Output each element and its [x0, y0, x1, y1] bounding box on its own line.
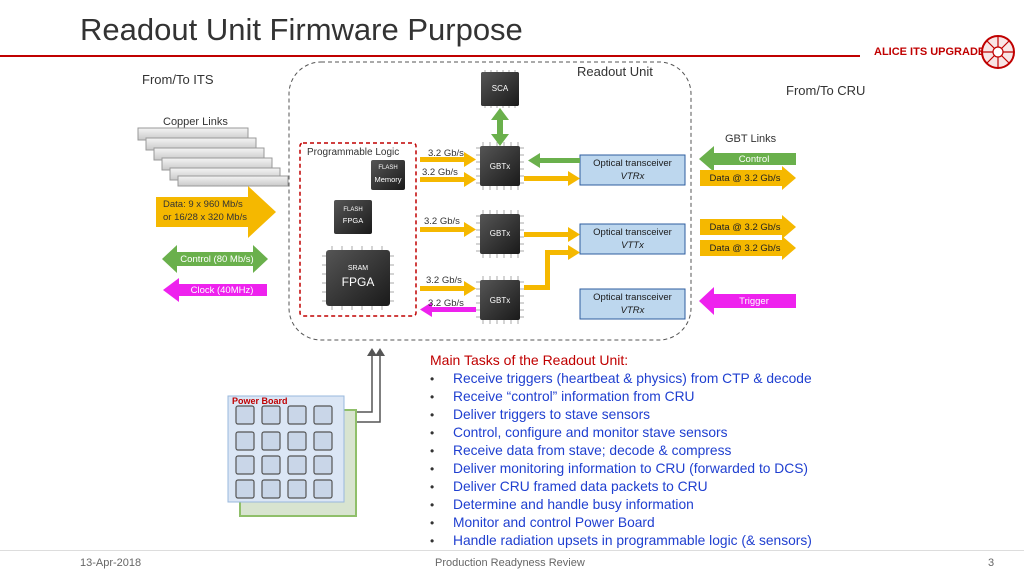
flash-memory-label-top: FLASH [378, 165, 398, 171]
list-item: •Receive triggers (heartbeat & physics) … [430, 371, 812, 386]
data-arrow-gbtx2-optical [524, 227, 580, 242]
copper-links-icon [137, 127, 289, 187]
gbtx-chip-label-2: GBTx [489, 229, 511, 238]
sca-chip-label: SCA [491, 84, 509, 93]
power-board-label: Power Board [232, 396, 288, 406]
list-item: •Control, configure and monitor stave se… [430, 425, 728, 440]
rate-label-2: 3.2 Gb/s [422, 167, 458, 178]
its-data-arrow [156, 186, 276, 238]
its-control-arrow [162, 245, 268, 273]
data-arrow-fpga-gbtx1a [420, 152, 476, 167]
flash-fpga-label-top: FLASH [343, 207, 363, 213]
data-arrow-gbtx1-optical [524, 171, 580, 186]
cru-control-arrow [699, 146, 796, 172]
its-clock-arrow [163, 278, 267, 302]
flash-fpga-label-bottom: FPGA [342, 216, 364, 225]
optical-type-2: VTTx [621, 240, 644, 251]
list-item: •Monitor and control Power Board [430, 515, 655, 530]
list-item: •Receive data from stave; decode & compr… [430, 443, 732, 458]
data-arrow-gbtx3-elbow [524, 245, 580, 290]
optical-transceiver-1 [579, 154, 686, 186]
rate-label-3: 3.2 Gb/s [424, 216, 460, 227]
sca-chip-icon [481, 70, 519, 108]
list-item: •Receive “control” information from CRU [430, 389, 695, 404]
footer-page-number: 3 [988, 557, 995, 569]
flash-fpga-chip-icon [334, 200, 372, 234]
optical-type-3: VTRx [620, 305, 645, 316]
sca-gbtx-link [491, 108, 509, 146]
optical-label-2: Optical transceiver [593, 227, 672, 238]
list-item: •Deliver monitoring information to CRU (… [430, 461, 809, 476]
fpga-label: FPGA [341, 275, 375, 289]
fpga-chip-icon [322, 246, 394, 310]
optical-type-1: VTRx [620, 171, 645, 182]
tasks-heading: Main Tasks of the Readout Unit: [430, 352, 629, 368]
cru-data-label-2: Data @ 3.2 Gb/s [709, 222, 781, 233]
optical-label-3: Optical transceiver [593, 292, 672, 303]
list-item: •Deliver CRU framed data packets to CRU [430, 479, 708, 494]
optical-transceiver-2 [579, 223, 686, 255]
list-item: •Handle radiation upsets in programmable… [430, 533, 812, 548]
data-arrow-fpga-gbtx1b [420, 172, 476, 187]
gbtx-chip-label-1: GBTx [489, 162, 511, 171]
data-arrow-fpga-gbtx3 [420, 281, 476, 296]
rate-label-5: 3.2 Gb/s [428, 298, 464, 309]
cru-trigger-label: Trigger [739, 296, 769, 307]
gbtx-chip-label-3: GBTx [489, 296, 511, 305]
rate-label-1: 3.2 Gb/s [428, 148, 464, 159]
alice-logo-icon [981, 35, 1015, 69]
footer-divider [0, 550, 1024, 551]
flash-memory-chip-icon [371, 160, 405, 190]
readout-unit-frame [288, 61, 692, 341]
its-control-label: Control (80 Mb/s) [180, 254, 254, 265]
cru-data-arrow-1 [700, 166, 796, 190]
its-data-label-2: or 16/28 x 320 Mb/s [163, 212, 247, 223]
cru-trigger-arrow [699, 287, 796, 315]
flash-memory-label-bottom: Memory [374, 175, 402, 184]
brand-text: ALICE ITS UPGRADE [874, 46, 986, 58]
copper-links-label: Copper Links [163, 116, 228, 128]
title-divider [0, 55, 860, 57]
list-item: •Determine and handle busy information [430, 497, 694, 512]
programmable-logic-label: Programmable Logic [307, 147, 400, 158]
programmable-logic-frame [299, 142, 417, 317]
readout-unit-label: Readout Unit [577, 64, 653, 79]
gbtx-chip-icon-1 [476, 142, 524, 190]
data-arrow-fpga-gbtx2 [420, 222, 476, 237]
cru-data-arrow-3 [700, 236, 796, 260]
list-item: •Deliver triggers to stave sensors [430, 407, 651, 422]
gbtx-chip-icon-3 [476, 276, 524, 324]
cru-control-label: Control [738, 154, 770, 165]
control-arrow-1 [528, 153, 580, 168]
cru-data-label-3: Data @ 3.2 Gb/s [709, 243, 781, 254]
optical-transceiver-3 [579, 288, 686, 320]
power-board-icon [227, 348, 385, 517]
trigger-arrow-gbtx3-fpga [420, 302, 476, 317]
page-title: Readout Unit Firmware Purpose [80, 12, 523, 47]
its-clock-label: Clock (40MHz) [190, 285, 254, 296]
optical-label-1: Optical transceiver [593, 158, 672, 169]
cru-data-arrow-2 [700, 215, 796, 239]
rate-label-4: 3.2 Gb/s [426, 275, 462, 286]
gbtx-chip-icon-2 [476, 210, 524, 258]
gbt-links-label: GBT Links [725, 133, 777, 145]
readout-diagram [137, 61, 796, 341]
its-data-label-1: Data: 9 x 960 Mb/s [163, 199, 243, 210]
from-its-label: From/To ITS [142, 72, 214, 87]
footer-title: Production Readyness Review [435, 557, 585, 569]
footer-date: 13-Apr-2018 [80, 557, 142, 569]
from-cru-label: From/To CRU [786, 83, 866, 98]
sram-label: SRAM [347, 265, 369, 272]
tasks-list: •Receive triggers (heartbeat & physics) … [430, 370, 812, 550]
cru-data-label-1: Data @ 3.2 Gb/s [709, 173, 781, 184]
